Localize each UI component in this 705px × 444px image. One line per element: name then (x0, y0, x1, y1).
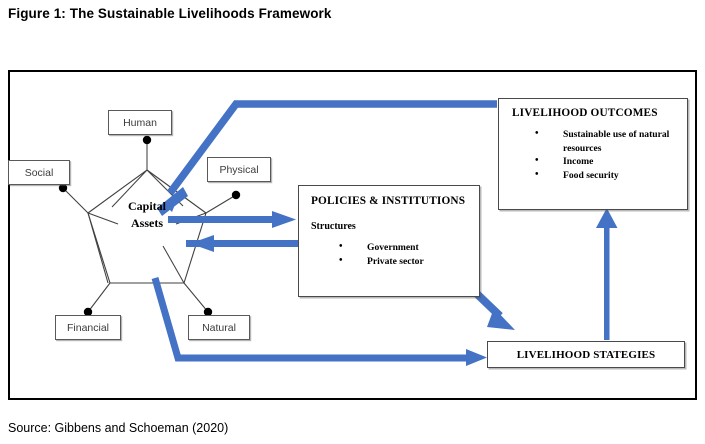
list-item: Sustainable use of natural resources (535, 127, 687, 155)
asset-box-natural[interactable]: Natural (188, 315, 250, 340)
capital-assets-label: Capital Assets (112, 198, 182, 233)
policies-institutions-box[interactable]: POLICIES & INSTITUTIONS Structures Gover… (298, 185, 480, 297)
list-item: Income (535, 154, 687, 169)
policies-institutions-bullets: Government Private sector (339, 240, 479, 269)
source-caption: Source: Gibbens and Schoeman (2020) (8, 421, 229, 435)
asset-box-financial[interactable]: Financial (55, 315, 121, 340)
livelihood-outcomes-box[interactable]: LIVELIHOOD OUTCOMES Sustainable use of n… (498, 98, 688, 210)
asset-label-natural: Natural (202, 321, 236, 334)
capital-assets-line1: Capital (127, 199, 166, 213)
asset-label-social: Social (24, 166, 54, 179)
figure-title: Figure 1: The Sustainable Livelihoods Fr… (8, 6, 332, 21)
policies-institutions-heading: POLICIES & INSTITUTIONS (311, 195, 466, 207)
list-item: Food security (535, 168, 687, 183)
list-item: Private sector (339, 254, 479, 269)
asset-box-human[interactable]: Human (108, 110, 172, 135)
livelihood-outcomes-heading: LIVELIHOOD OUTCOMES (512, 107, 658, 119)
livelihood-strategies-box[interactable]: LIVELIHOOD STATEGIES (487, 341, 685, 368)
list-item: Government (339, 240, 479, 255)
asset-box-physical[interactable]: Physical (207, 157, 271, 182)
livelihood-strategies-heading: LIVELIHOOD STATEGIES (516, 348, 656, 361)
policies-structures-subheading: Structures (311, 221, 356, 232)
asset-label-physical: Physical (219, 163, 259, 176)
asset-label-financial: Financial (66, 321, 110, 334)
asset-label-human: Human (123, 116, 157, 129)
asset-box-social[interactable]: Social (8, 160, 70, 185)
livelihood-outcomes-bullets: Sustainable use of natural resources Inc… (535, 127, 687, 183)
capital-assets-line2: Assets (131, 216, 163, 231)
